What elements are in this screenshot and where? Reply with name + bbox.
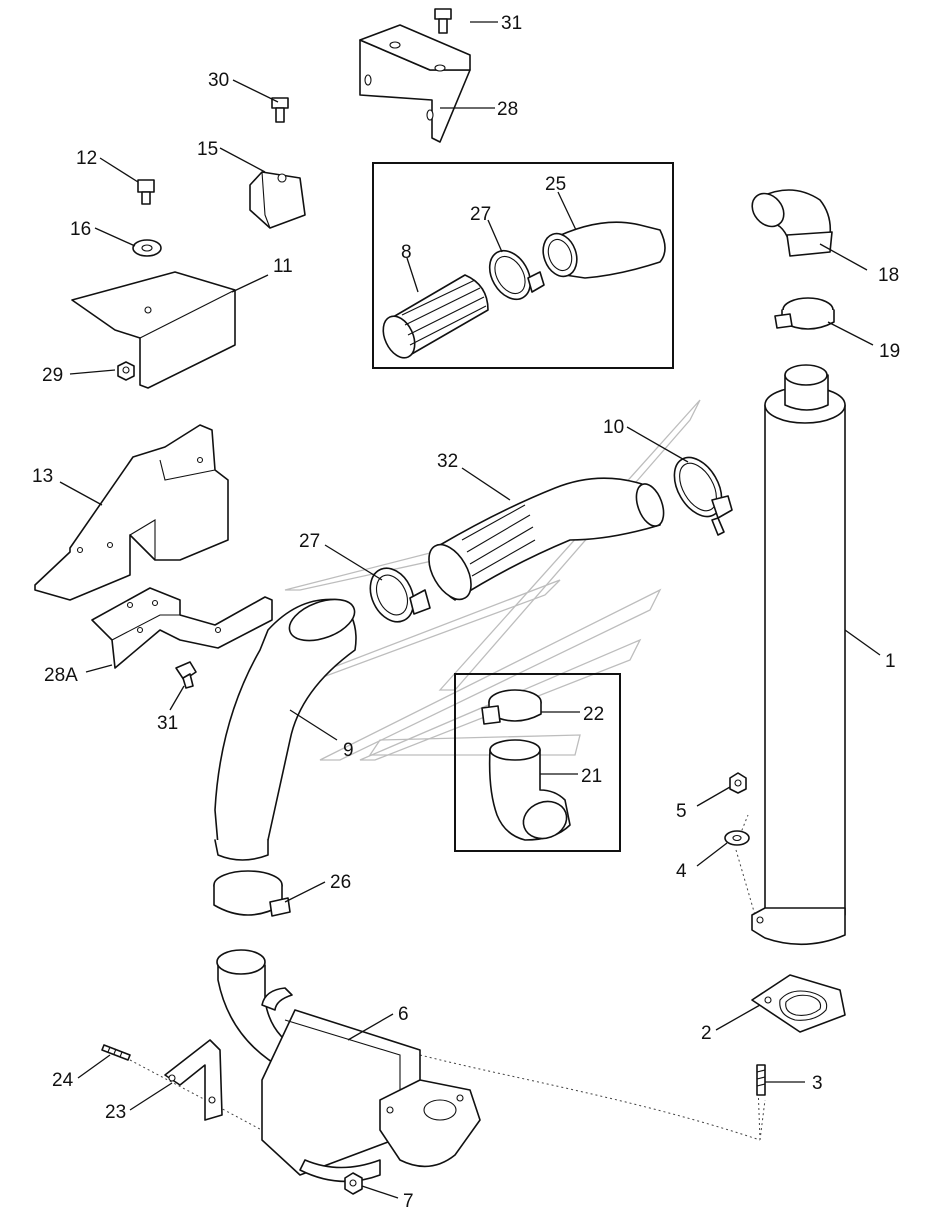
callout-22: 22 [583,704,604,725]
stud-3 [756,1064,766,1096]
elbow-21 [488,739,571,841]
washer-16 [132,239,162,257]
callout-5: 5 [676,801,687,822]
callout-7: 7 [403,1191,414,1212]
callout-24: 24 [52,1070,74,1091]
callout-21: 21 [581,766,602,787]
callout-32: 32 [437,451,458,472]
elbow-cap-18 [751,189,833,257]
callout-18: 18 [878,265,899,286]
clamp-10 [673,456,733,536]
inset-box-elbow-kit [454,673,621,852]
callout-16: 16 [70,219,91,240]
gasket-2 [751,974,846,1033]
bracket-28a [91,587,273,669]
callout-31-lower: 31 [157,713,178,734]
exhaust-box-6 [216,949,481,1183]
callout-23: 23 [105,1102,126,1123]
callout-19: 19 [879,341,900,362]
callout-3: 3 [812,1073,823,1094]
callout-27-inset: 27 [470,204,491,225]
callout-labels: 31 28 30 15 12 16 11 29 8 27 25 18 19 10… [32,13,900,1212]
shield-plate-11 [71,271,236,389]
bracket-13 [34,424,229,601]
washer-4 [724,830,750,846]
nut-5 [729,772,747,794]
clamp-27-inset [488,249,545,301]
callout-28a: 28A [44,665,78,686]
callout-30: 30 [208,70,229,91]
flex-hose-32 [428,477,665,601]
elbow-hose-25 [542,221,666,279]
stud-24 [101,1044,131,1061]
callout-27-main: 27 [299,531,320,552]
clamp-19 [774,297,835,330]
callout-8: 8 [401,242,412,263]
callout-11: 11 [273,256,293,277]
callout-2: 2 [701,1023,712,1044]
bracket-28 [359,24,471,143]
callout-10: 10 [603,417,624,438]
nut-29 [117,361,135,381]
callout-1: 1 [885,651,896,672]
bolt-30 [271,97,289,123]
bolt-31-lower [175,661,197,689]
leader-lines [59,21,881,1199]
nut-7 [344,1172,363,1195]
bracket-23 [164,1039,223,1121]
clamp-27-main [369,567,431,623]
flex-hose-8 [382,274,489,359]
clamp-22 [481,689,542,725]
callout-4: 4 [676,861,687,882]
callout-13: 13 [32,466,53,487]
inset-box-hose-kit [372,162,674,369]
callout-29: 29 [42,365,63,386]
clip-15 [249,171,306,229]
callout-15: 15 [197,139,218,160]
callout-6: 6 [398,1004,409,1025]
bolt-12 [137,179,155,205]
callout-31-top: 31 [501,13,522,34]
pipe-9 [214,598,357,861]
clamp-26 [213,870,291,917]
callout-9: 9 [343,740,354,761]
callout-12: 12 [76,148,97,169]
callout-26: 26 [330,872,351,893]
callout-28: 28 [497,99,518,120]
bolt-31-top [434,8,452,34]
muffler-1 [751,364,846,946]
callout-25: 25 [545,174,566,195]
